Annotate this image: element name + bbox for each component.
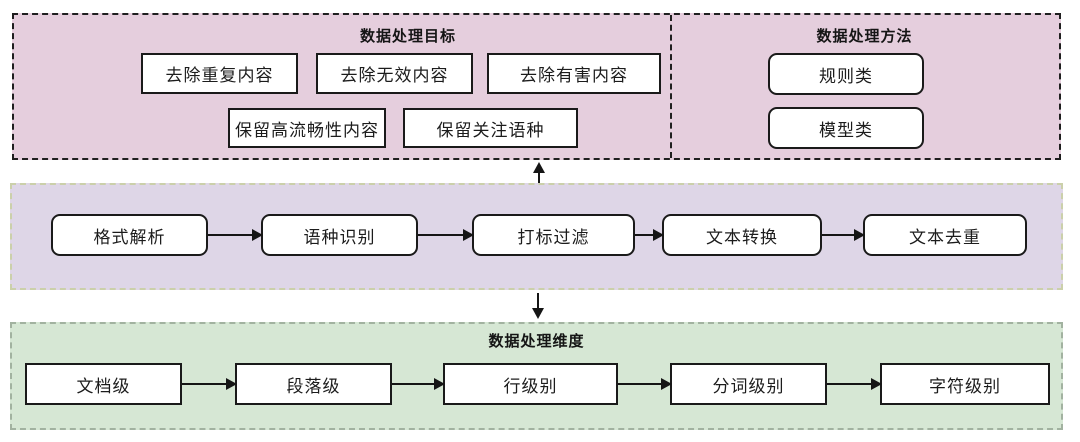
- pipeline-node-filter: 打标过滤: [472, 214, 635, 256]
- arrow-right-connector: [827, 378, 882, 390]
- method-node-model: 模型类: [768, 107, 924, 149]
- arrow-down-connector: [532, 293, 544, 319]
- pipeline-node-transform: 文本转换: [662, 214, 822, 256]
- goal-node-language: 保留关注语种: [403, 108, 578, 148]
- methods-title: 数据处理方法: [816, 28, 913, 45]
- arrow-right-connector: [635, 229, 664, 241]
- arrow-right-connector: [392, 378, 445, 390]
- goal-node-fluency: 保留高流畅性内容: [228, 108, 386, 148]
- dimension-node-character: 字符级别: [880, 363, 1050, 405]
- dimension-node-line: 行级别: [443, 363, 618, 405]
- pipeline-node-parse: 格式解析: [51, 214, 208, 256]
- arrow-right-connector: [618, 378, 672, 390]
- dimension-node-document: 文档级: [25, 363, 182, 405]
- pipeline-node-langid: 语种识别: [261, 214, 418, 256]
- section-pipeline: 格式解析 语种识别 打标过滤 文本转换 文本去重: [10, 183, 1063, 290]
- goal-node-invalid: 去除无效内容: [316, 53, 473, 94]
- dimension-node-token: 分词级别: [670, 363, 827, 405]
- arrow-up-connector: [533, 162, 545, 185]
- goals-methods-divider: [670, 15, 672, 158]
- dimensions-title: 数据处理维度: [488, 333, 585, 350]
- goal-node-harmful: 去除有害内容: [487, 53, 661, 94]
- goal-node-dedup: 去除重复内容: [141, 53, 298, 94]
- arrow-right-connector: [182, 378, 237, 390]
- arrow-right-connector: [822, 229, 865, 241]
- section-goals-methods: 数据处理目标 数据处理方法 去除重复内容 去除无效内容 去除有害内容 保留高流畅…: [12, 13, 1061, 160]
- pipeline-node-dedup: 文本去重: [863, 214, 1027, 256]
- section-dimensions: 数据处理维度 文档级 段落级 行级别 分词级别 字符级别: [10, 322, 1063, 430]
- dimension-node-paragraph: 段落级: [235, 363, 392, 405]
- goals-title: 数据处理目标: [359, 28, 456, 45]
- arrow-right-connector: [208, 229, 263, 241]
- method-node-rule: 规则类: [768, 53, 924, 95]
- arrow-right-connector: [418, 229, 474, 241]
